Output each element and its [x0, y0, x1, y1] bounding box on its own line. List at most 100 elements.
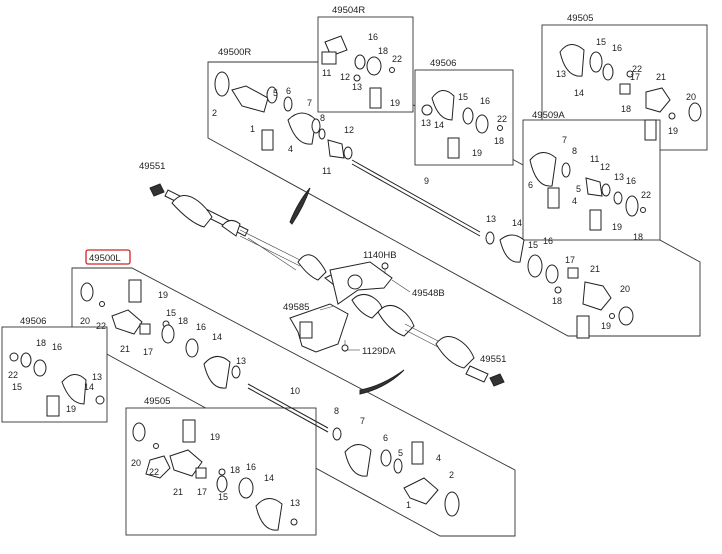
pn-rk-7: 7 [562, 135, 567, 145]
pn-l-21: 21 [120, 344, 130, 354]
pn-l-16: 16 [196, 322, 206, 332]
pn-r-2: 2 [212, 108, 217, 118]
ro-parts [559, 44, 702, 141]
pn-l-4: 4 [436, 453, 441, 463]
pn-r-18: 18 [552, 296, 562, 306]
pn-li-22: 22 [8, 370, 18, 380]
pn-ro-13: 13 [556, 69, 566, 79]
label-49548B: 49548B [412, 288, 445, 299]
pn-rb-14: 14 [434, 120, 444, 130]
pn-li-18: 18 [36, 338, 46, 348]
pn-ra-19: 19 [390, 98, 400, 108]
label-49551-top: 49551 [139, 161, 165, 172]
pn-lo-20: 20 [131, 458, 141, 468]
pn-ro-18: 18 [621, 104, 631, 114]
pn-ra-12: 12 [340, 72, 350, 82]
bearing-bracket-49548B [329, 261, 411, 305]
label-49505-left: 49505 [144, 396, 170, 407]
pn-lo-18: 18 [230, 465, 240, 475]
pn-rk-12: 12 [600, 162, 610, 172]
center-arc-upper [289, 187, 311, 225]
pn-rk-13: 13 [614, 172, 624, 182]
pn-l-14: 14 [212, 332, 222, 342]
label-1140HB: 1140HB [363, 250, 397, 261]
li-parts [9, 352, 105, 417]
pn-lo-22: 22 [149, 467, 159, 477]
label-1129DA: 1129DA [362, 346, 396, 357]
pn-l-22: 22 [96, 321, 106, 331]
pn-l-8: 8 [334, 406, 339, 416]
pn-ra-11: 11 [322, 68, 331, 78]
pn-l-6: 6 [383, 433, 388, 443]
pn-r-19: 19 [601, 321, 611, 331]
pn-rk-18: 18 [633, 232, 643, 242]
label-49506-right: 49506 [430, 58, 456, 69]
pn-rb-16: 16 [480, 96, 490, 106]
rk-parts [529, 152, 646, 231]
pn-li-19: 19 [66, 404, 76, 414]
pn-rk-16: 16 [626, 176, 636, 186]
pn-r-11: 11 [322, 166, 331, 176]
r-parts [214, 71, 634, 339]
pn-lo-14: 14 [264, 473, 274, 483]
pn-rk-6: 6 [528, 180, 533, 190]
pn-ro-16: 16 [612, 43, 622, 53]
bolt-1129DA [341, 340, 360, 352]
pn-ra-18: 18 [378, 46, 388, 56]
pn-lo-13: 13 [290, 498, 300, 508]
pn-l-20: 20 [80, 316, 90, 326]
label-49504R: 49504R [332, 5, 365, 16]
pn-li-16: 16 [52, 342, 62, 352]
pn-rk-11: 11 [590, 154, 599, 164]
pn-l-10: 10 [290, 386, 300, 396]
pn-r-1: 1 [250, 124, 255, 134]
pn-ra-22: 22 [392, 54, 402, 64]
pn-rk-22: 22 [641, 190, 651, 200]
l-parts [80, 279, 460, 517]
center-arc-lower [359, 369, 405, 395]
pn-li-15: 15 [12, 382, 22, 392]
pn-r-9: 9 [424, 176, 429, 186]
pn-lo-15: 15 [218, 492, 228, 502]
pn-rb-15: 15 [458, 92, 468, 102]
pn-rb-19: 19 [472, 148, 482, 158]
pn-r-15: 15 [528, 240, 538, 250]
pn-ra-13: 13 [352, 82, 362, 92]
pn-ro-21: 21 [656, 72, 666, 82]
pn-r-8: 8 [320, 113, 325, 123]
pn-lo-21: 21 [173, 487, 183, 497]
lower-drive-shaft [351, 294, 505, 387]
pn-rk-5: 5 [576, 184, 581, 194]
pn-ro-20: 20 [686, 92, 696, 102]
pn-lo-16: 16 [246, 462, 256, 472]
pn-rk-19: 19 [612, 222, 622, 232]
label-49500R: 49500R [218, 47, 251, 58]
pn-r-4: 4 [288, 144, 293, 154]
pn-ra-16: 16 [368, 32, 378, 42]
pn-r-21: 21 [590, 264, 600, 274]
pn-l-19: 19 [158, 290, 168, 300]
pn-lo-17: 17 [197, 487, 207, 497]
pn-l-13: 13 [236, 356, 246, 366]
pn-rk-8: 8 [572, 146, 577, 156]
pn-r-7: 7 [307, 98, 312, 108]
pn-ro-15: 15 [596, 37, 606, 47]
pn-l-18: 18 [178, 316, 188, 326]
rb-parts [421, 90, 503, 159]
pn-ro-14: 14 [574, 88, 584, 98]
pn-li-13: 13 [92, 372, 102, 382]
pn-r-16: 16 [543, 236, 553, 246]
pn-lo-19: 19 [210, 432, 220, 442]
pn-r-17: 17 [565, 255, 575, 265]
ra-parts [321, 35, 395, 109]
pn-ro-22: 22 [632, 64, 642, 74]
pn-r-13: 13 [486, 214, 496, 224]
pn-l-1: 1 [406, 500, 411, 510]
pn-l-7: 7 [360, 416, 365, 426]
label-49506-left: 49506 [20, 316, 46, 327]
label-49551-bottom: 49551 [480, 354, 506, 365]
pn-r-20: 20 [620, 284, 630, 294]
highlight-49500L [85, 249, 131, 265]
lo-parts [132, 419, 298, 531]
